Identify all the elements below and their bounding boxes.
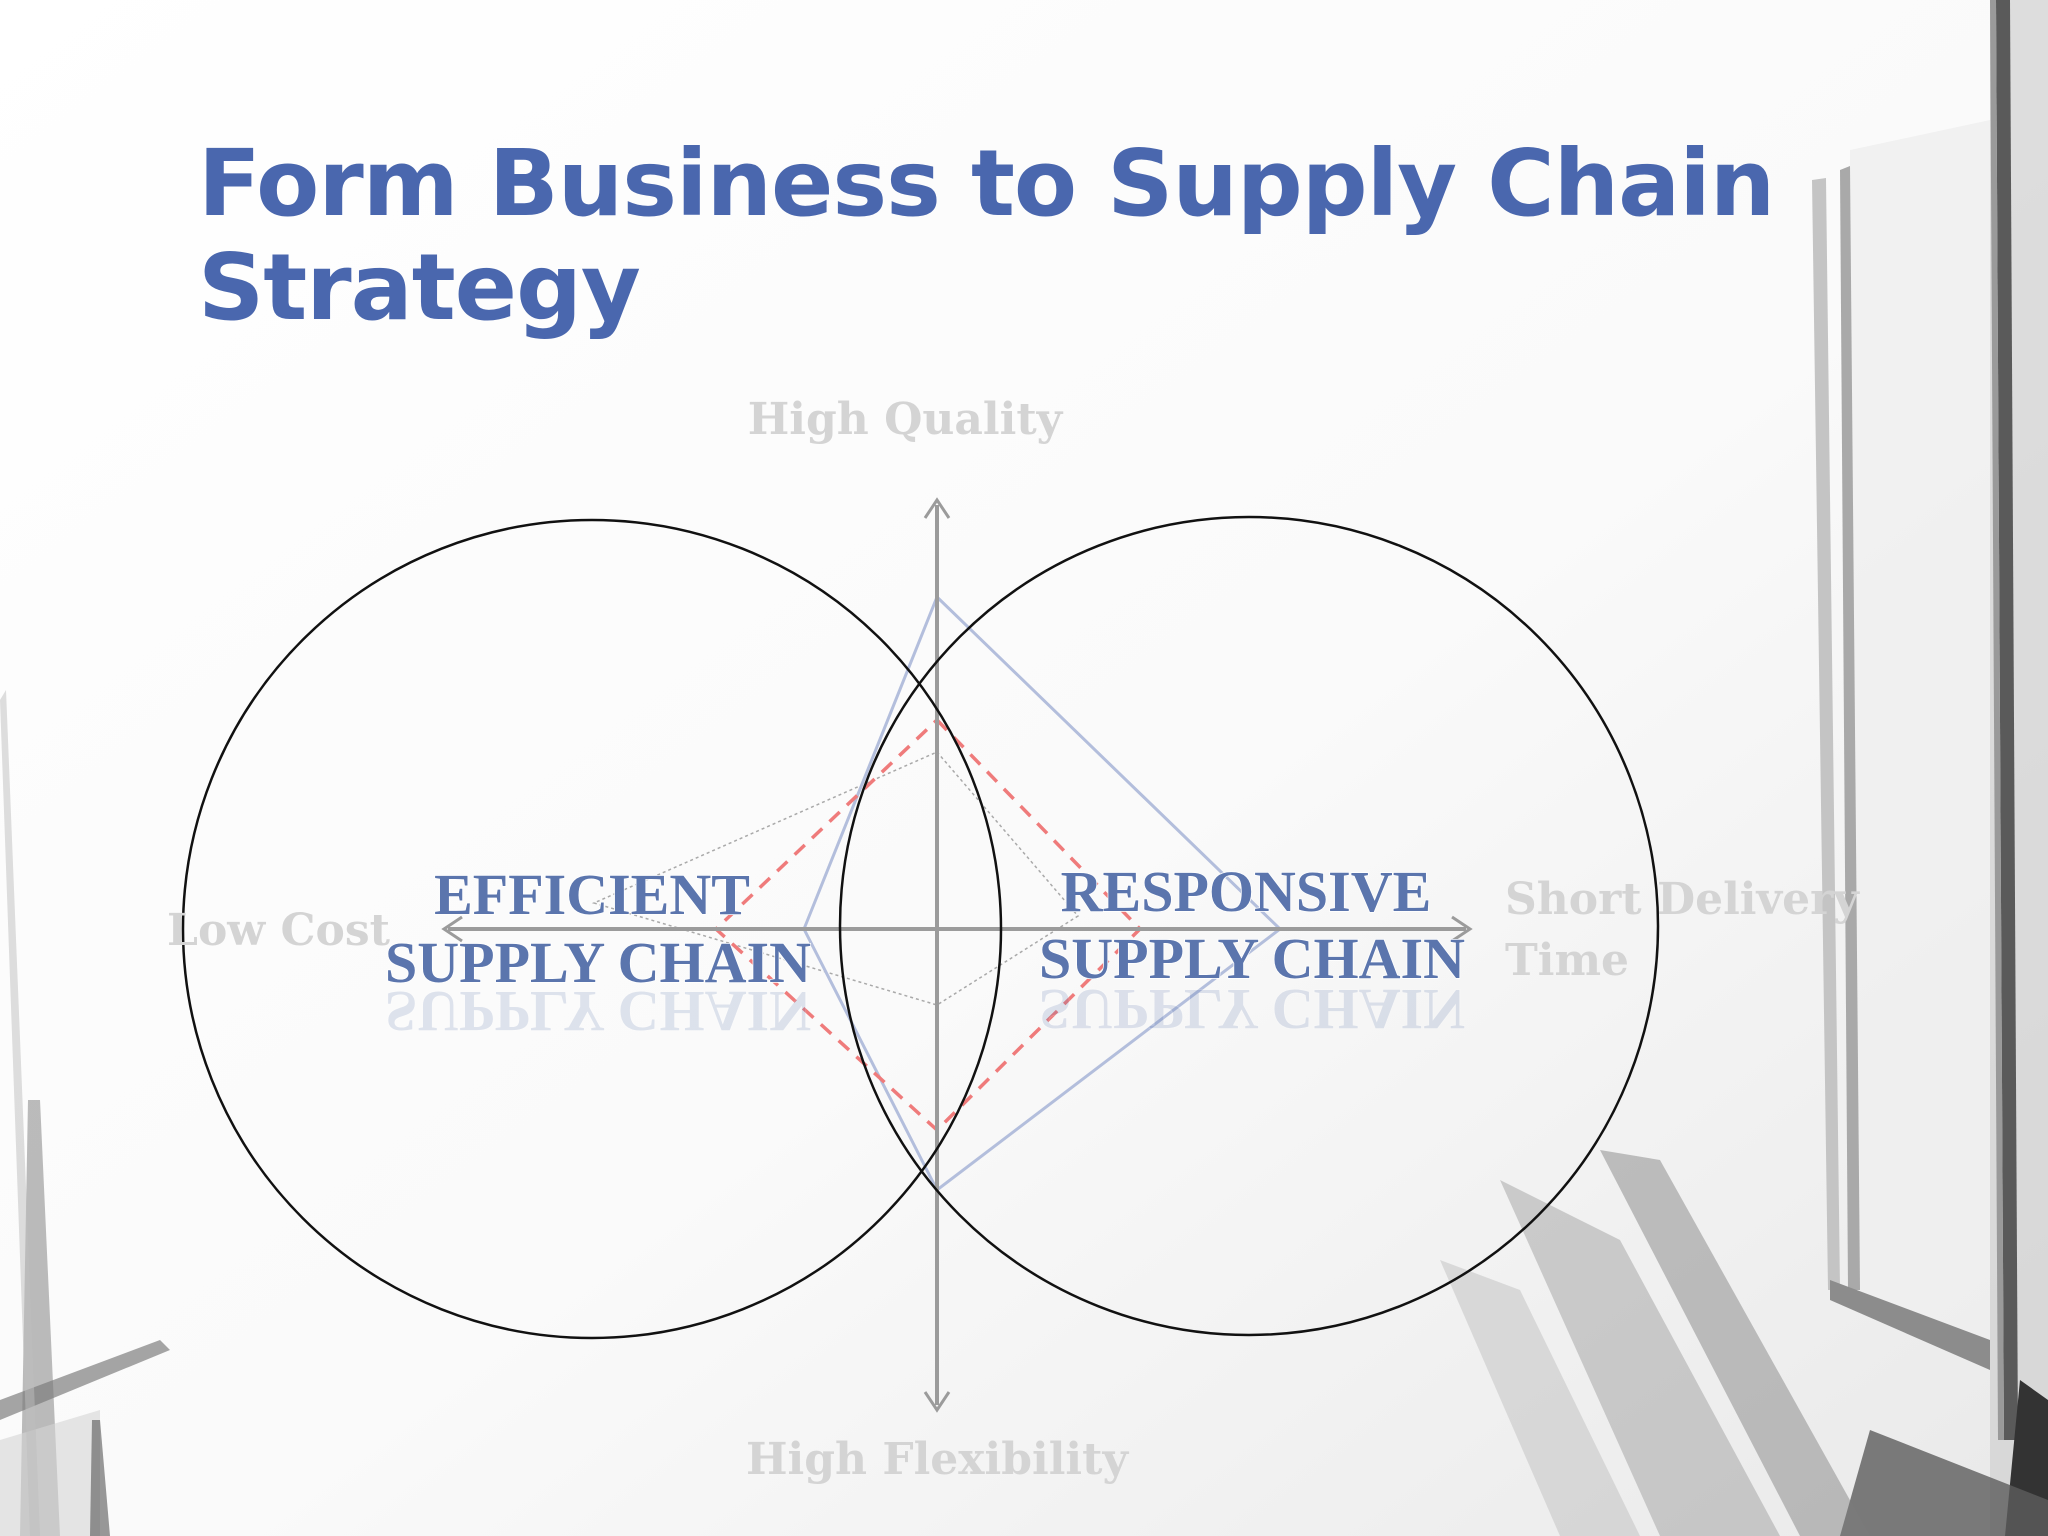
responsive-circle	[838, 515, 1660, 1337]
arrow-head-icon	[923, 1391, 951, 1413]
efficient-label-line-1: EFFICIENT	[434, 862, 750, 927]
efficient-label-line-2: SUPPLY CHAIN	[385, 930, 811, 995]
axis-label-right-line-2: Time	[1505, 935, 1629, 986]
efficient-strategy-diamond	[713, 717, 1143, 1133]
floor-line-shapes	[0, 690, 170, 1536]
window-frame-shapes	[1812, 0, 2048, 1536]
slide-title: Form Business to Supply Chain Strategy	[198, 132, 1848, 340]
axis-label-left: Low Cost	[167, 905, 391, 956]
efficient-label-reflection: SUPPLY CHAIN	[385, 979, 811, 1044]
arrow-head-icon	[1451, 915, 1473, 943]
arrow-head-icon	[923, 497, 951, 519]
responsive-label-reflection: SUPPLY CHAIN	[1039, 977, 1465, 1042]
efficient-circle	[181, 518, 1003, 1340]
responsive-label-line-1: RESPONSIVE	[1061, 859, 1432, 924]
axis-label-right-line-1: Short Delivery	[1505, 874, 1860, 925]
vertical-axis	[923, 497, 951, 1413]
slide-title-line-1: Form Business to Supply Chain	[198, 130, 1775, 237]
chain-label-reflections: SUPPLY CHAIN SUPPLY CHAIN	[384, 976, 1466, 1045]
thin-strategy-diamond	[591, 751, 1080, 1006]
stair-shapes	[1440, 1150, 1870, 1536]
axis-label-bottom: High Flexibility	[746, 1434, 1129, 1485]
slide-title-line-2: Strategy	[198, 234, 641, 341]
axis-label-top: High Quality	[748, 394, 1064, 445]
horizontal-axis	[441, 915, 1473, 943]
arrow-head-icon	[441, 915, 463, 943]
responsive-label-line-2: SUPPLY CHAIN	[1039, 926, 1465, 991]
